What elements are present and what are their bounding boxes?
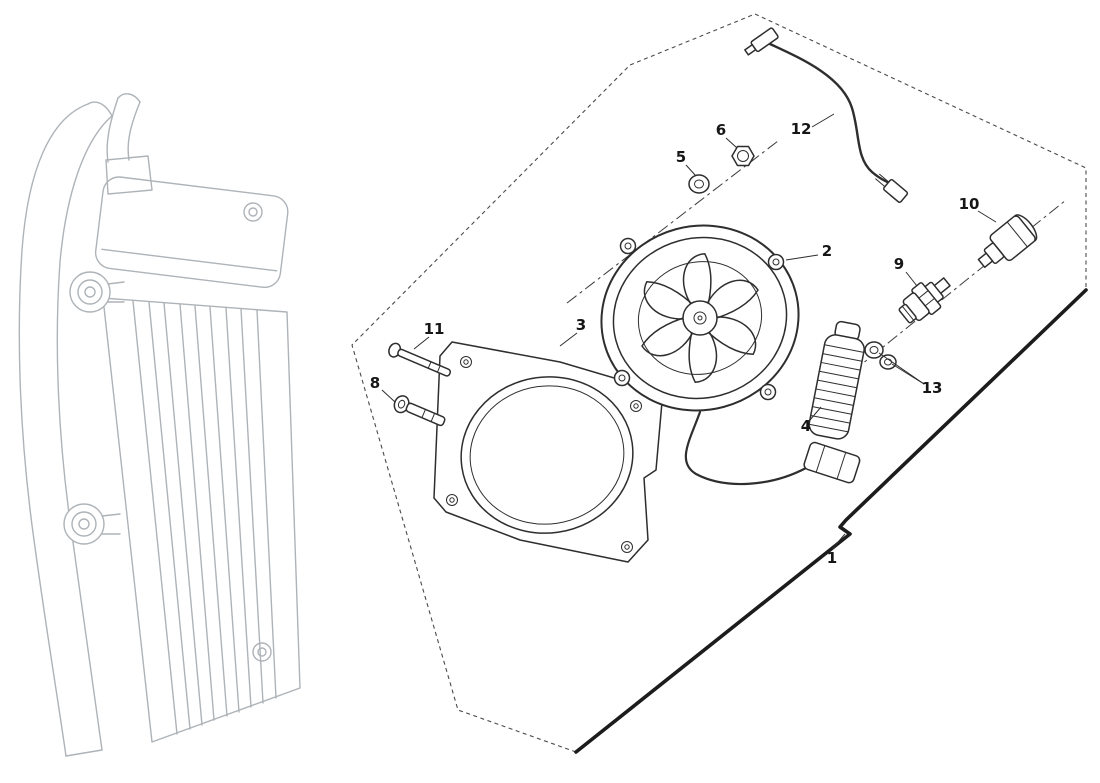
fan-part-2 xyxy=(600,224,861,486)
panel-edge-part-1 xyxy=(574,288,1088,754)
assembly-axis-sensor xyxy=(851,199,1067,373)
radiator-mount-lower xyxy=(63,503,121,545)
nut-part-6 xyxy=(731,145,755,167)
fan-wire xyxy=(684,410,808,486)
fan-connector xyxy=(803,441,861,484)
washers-part-13 xyxy=(864,341,897,370)
frame-tube xyxy=(18,101,113,757)
part-label-12: 12 xyxy=(791,120,812,138)
part-label-9: 9 xyxy=(894,255,904,273)
assembly-axis-fan xyxy=(566,140,779,304)
screw-part-11 xyxy=(388,342,452,377)
screw-part-8 xyxy=(393,395,446,427)
part-label-2: 2 xyxy=(822,242,832,260)
part-label-3: 3 xyxy=(576,316,586,334)
part-label-1: 1 xyxy=(827,549,837,567)
part-label-4: 4 xyxy=(801,417,811,435)
part-label-11: 11 xyxy=(424,320,445,338)
cable-part-12 xyxy=(744,27,909,203)
part-label-10: 10 xyxy=(959,195,980,213)
part-label-6: 6 xyxy=(716,121,726,139)
washer-part-5 xyxy=(688,174,710,194)
boot-part-4 xyxy=(808,320,865,440)
radiator-top-tank xyxy=(94,176,289,289)
part-label-8: 8 xyxy=(370,374,380,392)
sensor-part-10 xyxy=(977,214,1038,269)
radiator-hose xyxy=(105,93,153,195)
part-label-5: 5 xyxy=(676,148,686,166)
radiator-illustration xyxy=(18,93,301,757)
part-label-13: 13 xyxy=(922,379,943,397)
fan-mount-tabs xyxy=(613,237,785,401)
leader-lines xyxy=(381,113,997,550)
part-labels: 1 2 3 4 5 6 8 9 10 11 12 13 xyxy=(370,120,980,567)
bracket-part-3 xyxy=(433,341,663,563)
radiator-mount-upper xyxy=(69,271,125,313)
thermoswitch-part-9 xyxy=(898,277,951,324)
radiator-core xyxy=(102,297,301,743)
